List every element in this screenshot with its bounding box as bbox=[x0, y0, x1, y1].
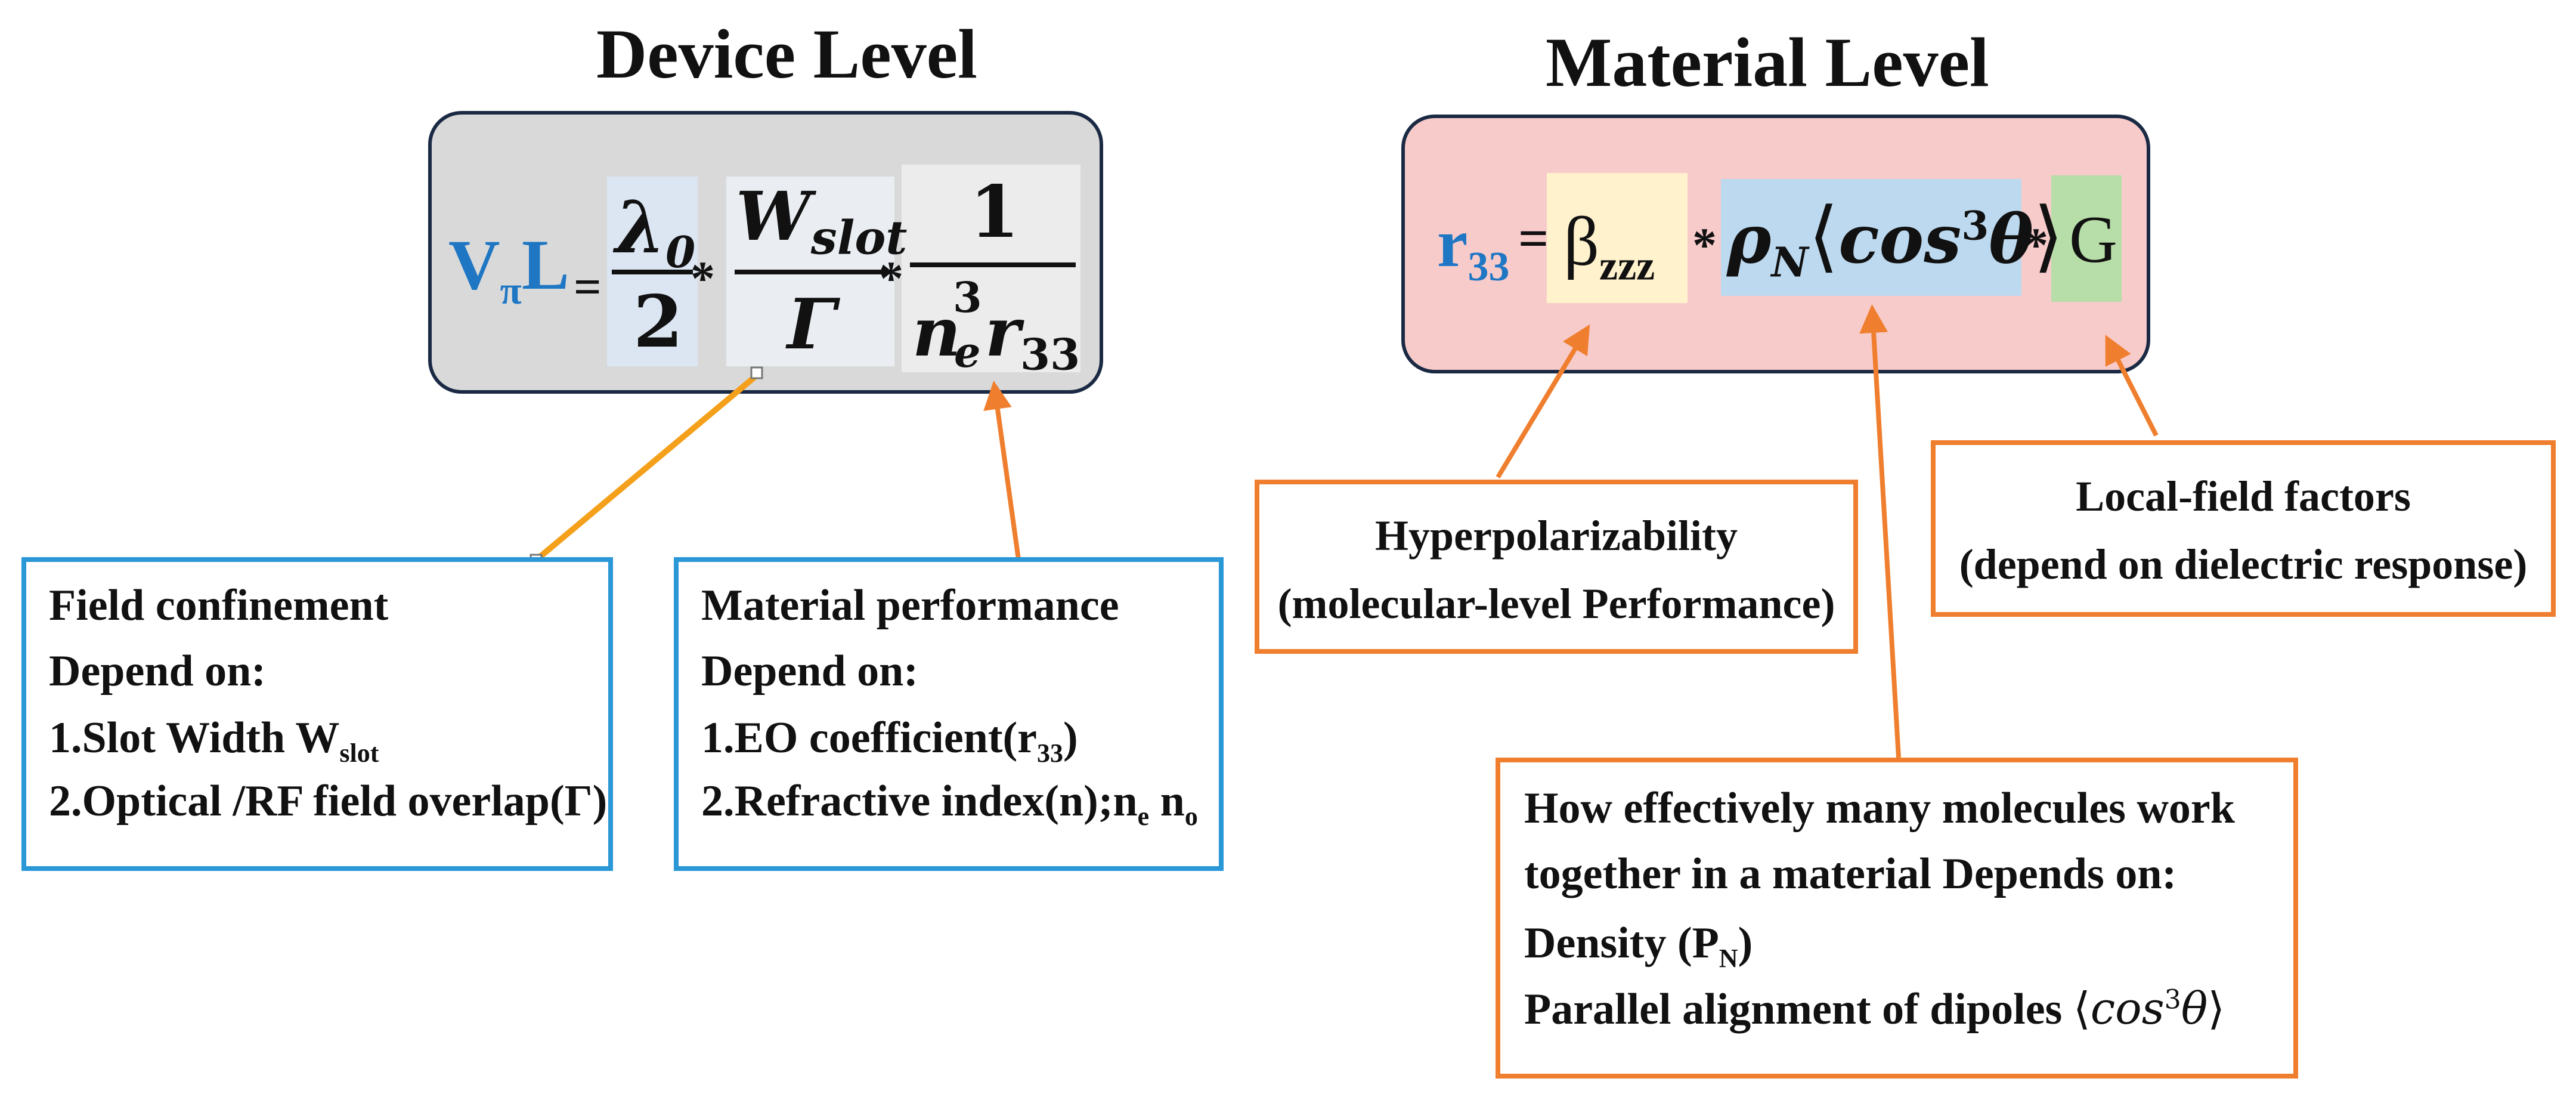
field-depend: Depend on: bbox=[49, 647, 266, 696]
star-4: * bbox=[2024, 218, 2048, 272]
hyperpolarizability-note: Hyperpolarizability (molecular-level Per… bbox=[1255, 480, 1858, 654]
field-confinement-note: Field confinement Depend on: 1.Slot Widt… bbox=[21, 557, 613, 871]
field-item2: 2.Optical /RF field overlap(Γ) bbox=[49, 777, 608, 826]
many-angle-open: ⟨ bbox=[2073, 983, 2091, 1034]
rho-cos-highlight bbox=[1721, 179, 2021, 296]
many-line3-text: Density (P bbox=[1524, 919, 1719, 968]
lambda-denominator: 2 bbox=[633, 280, 683, 364]
arrow-to-rho-cos bbox=[1859, 304, 1901, 758]
cos-superscript: 3 bbox=[1961, 202, 1989, 249]
many-line3: Density (PN) bbox=[1524, 921, 1753, 972]
matperf-item1: 1.EO coefficient(r33) bbox=[701, 716, 1078, 767]
star-3: * bbox=[1692, 218, 1717, 272]
material-equals: = bbox=[1518, 209, 1549, 268]
connector-handle-top bbox=[750, 366, 763, 379]
matperf-item1-end: ) bbox=[1063, 713, 1078, 762]
lhs-pi-subscript: π bbox=[500, 269, 522, 313]
angle-close: ⟩ bbox=[2033, 190, 2064, 281]
gold-connector-line bbox=[534, 373, 758, 562]
rho-symbol: ρ bbox=[1727, 200, 1772, 279]
gamma-denominator: Γ bbox=[787, 284, 837, 365]
n-subscript-e: e bbox=[954, 327, 981, 377]
beta-subscript-zzz: zzz bbox=[1599, 243, 1655, 289]
n-e-cubed: n bbox=[912, 299, 961, 366]
device-level-heading: Device Level bbox=[596, 15, 977, 93]
matperf-item2-subscript-o: o bbox=[1184, 801, 1198, 831]
material-performance-note: Material performance Depend on: 1.EO coe… bbox=[674, 557, 1224, 871]
r33-denominator: r33 bbox=[985, 299, 1080, 376]
matperf-title: Material performance bbox=[701, 581, 1119, 630]
angle-open: ⟨ bbox=[1808, 190, 1839, 281]
matperf-item1-subscript: 33 bbox=[1037, 738, 1063, 768]
field-item1: 1.Slot Width Wslot bbox=[49, 716, 379, 767]
one-term-highlight bbox=[902, 165, 1080, 372]
field-title: Field confinement bbox=[49, 581, 389, 630]
one-fraction-bar bbox=[910, 262, 1076, 267]
material-lhs-r33: r33 bbox=[1437, 209, 1510, 288]
cooperative-molecules-note: How effectively many molecules work toge… bbox=[1496, 758, 2298, 1079]
many-line1: How effectively many molecules work bbox=[1524, 784, 2235, 833]
field-item1-subscript: slot bbox=[339, 738, 379, 768]
hyper-line2: (molecular-level Performance) bbox=[1277, 580, 1835, 628]
g-symbol: G bbox=[2069, 203, 2117, 277]
many-cos-superscript: 3 bbox=[2164, 984, 2181, 1015]
g-highlight bbox=[2051, 175, 2122, 302]
local-field-note: Local-field factors (depend on dielectri… bbox=[1931, 440, 2556, 617]
lhs-r-subscript-33: 33 bbox=[1467, 244, 1510, 291]
lambda-subscript: 0 bbox=[665, 227, 696, 277]
material-level-heading: Material Level bbox=[1546, 23, 1989, 101]
n-symbol: n bbox=[912, 293, 961, 372]
many-line3-end: ) bbox=[1738, 919, 1753, 968]
lambda-fraction-bar bbox=[612, 270, 693, 274]
many-angle-close: ⟩ bbox=[2207, 983, 2225, 1034]
cos-text: cos bbox=[1838, 200, 1962, 279]
n-superscript-3: 3 bbox=[953, 273, 982, 322]
w-symbol: W bbox=[736, 178, 811, 256]
matperf-item2-subscript-e: e bbox=[1137, 801, 1150, 831]
many-line4: Parallel alignment of dipoles ⟨cos3θ⟩ bbox=[1524, 987, 2225, 1031]
r-subscript-33: 33 bbox=[1020, 329, 1080, 380]
device-equals: = bbox=[574, 259, 602, 314]
matperf-depend: Depend on: bbox=[701, 647, 918, 696]
beta-zzz: βzzz bbox=[1563, 206, 1655, 288]
beta-highlight bbox=[1547, 173, 1688, 303]
r-symbol: r bbox=[985, 293, 1021, 372]
local-line1: Local-field factors bbox=[2076, 472, 2411, 520]
lambda-numerator: λ0 bbox=[615, 192, 695, 274]
lhs-r: r bbox=[1437, 205, 1468, 282]
many-line3-subscript: N bbox=[1719, 943, 1738, 973]
many-theta: θ bbox=[2181, 983, 2208, 1034]
matperf-item1-text: 1.EO coefficient(r bbox=[701, 713, 1037, 762]
beta-symbol: β bbox=[1563, 202, 1600, 280]
many-line4-text: Parallel alignment of dipoles bbox=[1524, 985, 2073, 1034]
arrow-to-beta bbox=[1496, 324, 1590, 479]
star-2: * bbox=[879, 251, 903, 305]
rho-subscript: N bbox=[1771, 239, 1809, 287]
many-cos-text: cos bbox=[2090, 983, 2165, 1034]
local-line2: (depend on dielectric response) bbox=[1959, 540, 2528, 588]
field-item1-text: 1.Slot Width W bbox=[49, 713, 340, 762]
arrow-to-g bbox=[2105, 335, 2159, 437]
wslot-fraction-bar bbox=[735, 270, 891, 274]
matperf-item2: 2.Refractive index(n);ne no bbox=[701, 779, 1198, 830]
lambda-symbol: λ bbox=[615, 186, 666, 270]
arrow-to-r33 bbox=[983, 381, 1022, 568]
wslot-numerator: Wslot bbox=[736, 184, 907, 261]
lhs-v: V bbox=[448, 225, 500, 304]
device-lhs-vpil: VπL bbox=[448, 229, 569, 311]
one-numerator: 1 bbox=[970, 170, 1020, 254]
theta-symbol: θ bbox=[1989, 200, 2033, 279]
matperf-item2-text: 2.Refractive index(n);n bbox=[701, 777, 1138, 826]
hyper-line1: Hyperpolarizability bbox=[1375, 512, 1738, 560]
rho-cos-term: ρN⟨cos3θ⟩ bbox=[1727, 197, 2064, 283]
many-line2: together in a material Depends on: bbox=[1524, 849, 2177, 898]
wslot-subscript: slot bbox=[810, 211, 908, 265]
matperf-item2-mid: n bbox=[1149, 777, 1185, 826]
star-1: * bbox=[691, 251, 715, 305]
lhs-l: L bbox=[521, 225, 569, 304]
